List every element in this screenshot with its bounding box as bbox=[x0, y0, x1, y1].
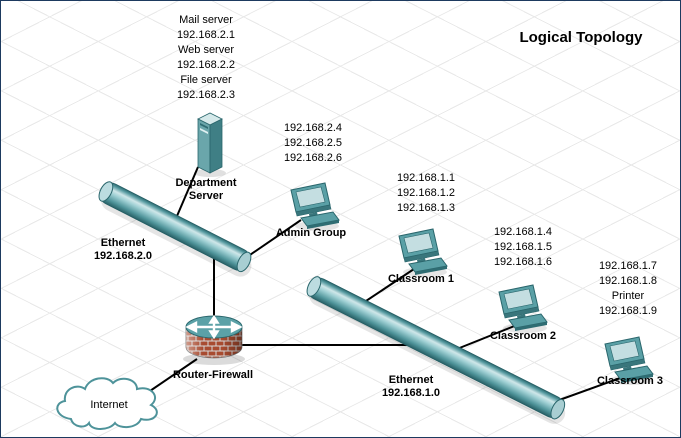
classroom2-pc-icon bbox=[498, 284, 548, 333]
internet-cloud-icon bbox=[56, 377, 158, 430]
ip-line: 192.168.1.2 bbox=[396, 187, 456, 199]
label-ethernet-2: Ethernet 192.168.2.0 bbox=[93, 237, 153, 262]
classroom1-pc-icon bbox=[398, 228, 448, 277]
link-classroom1-ethernet1 bbox=[356, 266, 418, 308]
label-ethernet-1: Ethernet 192.168.1.0 bbox=[381, 374, 441, 399]
ip-line: 192.168.2.5 bbox=[283, 137, 343, 149]
link-router-internet bbox=[146, 358, 198, 394]
ip-line: Mail server bbox=[179, 14, 233, 26]
ip-line: 192.168.1.9 bbox=[598, 305, 658, 317]
ip-block-department-server: Mail server 192.168.2.1 Web server 192.1… bbox=[153, 13, 259, 103]
ethernet-segment-1-0-icon bbox=[306, 276, 566, 424]
ip-line: 192.168.2.6 bbox=[283, 152, 343, 164]
label-router-firewall: Router-Firewall bbox=[172, 369, 254, 381]
link-admin-ethernet2 bbox=[243, 219, 302, 260]
ip-block-admin-group: 192.168.2.4 192.168.2.5 192.168.2.6 bbox=[261, 121, 365, 166]
ip-line: Printer bbox=[611, 290, 645, 302]
ip-line: 192.168.2.4 bbox=[283, 122, 343, 134]
ip-line: 192.168.1.6 bbox=[493, 256, 553, 268]
ip-line: 192.168.1.4 bbox=[493, 226, 553, 238]
ip-line: 192.168.2.1 bbox=[176, 29, 236, 41]
diagram-title: Logical Topology bbox=[519, 29, 643, 46]
link-server-ethernet2 bbox=[173, 166, 199, 224]
ip-block-classroom1: 192.168.1.1 192.168.1.2 192.168.1.3 bbox=[374, 171, 478, 216]
label-internet: Internet bbox=[90, 399, 128, 411]
ip-line: 192.168.1.7 bbox=[598, 260, 658, 272]
ip-line: 192.168.2.2 bbox=[176, 59, 236, 71]
ip-line: 192.168.1.1 bbox=[396, 172, 456, 184]
link-classroom3-ethernet1 bbox=[550, 376, 624, 404]
label-classroom3: Classroom 3 bbox=[596, 375, 664, 387]
ip-line: 192.168.2.3 bbox=[176, 89, 236, 101]
ip-block-classroom2: 192.168.1.4 192.168.1.5 192.168.1.6 bbox=[471, 225, 575, 270]
label-classroom2: Classroom 2 bbox=[489, 330, 557, 342]
label-admin-group: Admin Group bbox=[275, 227, 347, 239]
router-firewall-icon bbox=[183, 314, 245, 365]
label-department-server: Department Server bbox=[175, 177, 237, 202]
ip-block-classroom3: 192.168.1.7 192.168.1.8 Printer 192.168.… bbox=[576, 259, 680, 319]
connector-lines bbox=[146, 166, 624, 404]
server-icon bbox=[194, 112, 226, 177]
admin-group-pc-icon bbox=[290, 182, 340, 231]
ip-line: 192.168.1.3 bbox=[396, 202, 456, 214]
classroom3-pc-icon bbox=[604, 336, 654, 385]
label-classroom1: Classroom 1 bbox=[387, 273, 455, 285]
ip-line: File server bbox=[180, 74, 232, 86]
ip-line: Web server bbox=[177, 44, 235, 56]
ip-line: 192.168.1.8 bbox=[598, 275, 658, 287]
ip-line: 192.168.1.5 bbox=[493, 241, 553, 253]
router-arrows-icon bbox=[185, 314, 243, 340]
ethernet-segment-2-0-icon bbox=[98, 181, 252, 277]
